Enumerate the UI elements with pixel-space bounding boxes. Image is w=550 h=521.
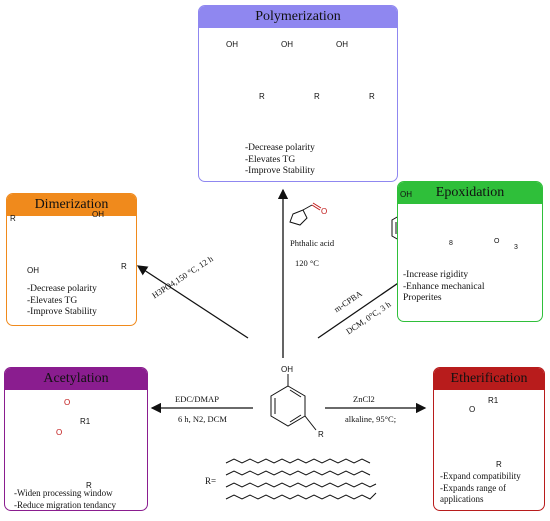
dimerization-title: Dimerization xyxy=(7,194,136,216)
acetyl-o-carbonyl: O xyxy=(64,398,71,407)
epoxide-o: O xyxy=(494,238,500,245)
dimer-oh-left: OH xyxy=(27,266,39,275)
etherification-box: Etherification xyxy=(433,367,545,511)
polymer-oh-1: OH xyxy=(226,40,238,49)
polymerization-notes: -Decrease polarity -Elevates TG -Improve… xyxy=(245,143,315,176)
acetylation-title: Acetylation xyxy=(5,368,147,390)
etherification-reagent: ZnCl2 xyxy=(353,394,375,404)
acetyl-o-ester: O xyxy=(56,428,63,437)
r-equals-label: R= xyxy=(205,476,217,486)
dimerization-box: Dimerization xyxy=(6,193,137,326)
etherification-title: Etherification xyxy=(434,368,544,390)
epoxidation-title: Epoxidation xyxy=(398,182,542,204)
acetyl-r1: R1 xyxy=(80,417,91,426)
epoxide-n8: 8 xyxy=(449,240,453,247)
epoxide-n3: 3 xyxy=(514,244,518,251)
etherification-conditions: alkaline, 95°C; xyxy=(345,414,397,424)
acetylation-conditions: 6 h, N2, DCM xyxy=(178,414,227,424)
polymer-oh-3: OH xyxy=(336,40,348,49)
arrow-to-dimerization xyxy=(136,265,249,339)
acetylation-box: Acetylation xyxy=(4,367,148,511)
polymerization-title: Polymerization xyxy=(199,6,397,28)
ether-o: O xyxy=(469,405,476,414)
alkyl-chains xyxy=(225,458,377,500)
center-cardanol-structure: OH R xyxy=(270,365,324,439)
polymer-r-3: R xyxy=(369,92,375,101)
etherification-notes: -Expand compatibility -Expands range of … xyxy=(440,471,521,504)
epoxidation-notes: -Increase rigidity -Enhance mechanical P… xyxy=(403,270,485,303)
polymer-oh-2: OH xyxy=(281,40,293,49)
ether-r1: R1 xyxy=(488,396,499,405)
acetyl-r: R xyxy=(86,481,92,490)
polymerization-box: Polymerization xyxy=(198,5,398,182)
polymer-r-1: R xyxy=(259,92,265,101)
epoxide-oh: OH xyxy=(400,190,412,199)
polymerization-reagent: Phthalic acid xyxy=(290,238,335,248)
acetylation-reagent: EDC/DMAP xyxy=(175,394,219,404)
ether-r: R xyxy=(496,460,502,469)
polymerization-temp: 120 °C xyxy=(295,258,319,268)
acetylation-notes: -Widen processing window -Reduce migrati… xyxy=(14,488,116,510)
center-oh-label: OH xyxy=(281,365,293,374)
epoxidation-box: Epoxidation xyxy=(397,181,543,322)
dimer-r-left: R xyxy=(10,214,16,223)
center-r-label: R xyxy=(318,430,324,439)
furfural-o-label: O xyxy=(321,207,327,216)
dimerization-notes: -Decrease polarity -Elevates TG -Improve… xyxy=(27,284,97,317)
dimer-r-right: R xyxy=(121,262,127,271)
furfural-structure: O xyxy=(289,202,327,226)
polymer-r-2: R xyxy=(314,92,320,101)
dimer-oh-right: OH xyxy=(92,210,104,219)
